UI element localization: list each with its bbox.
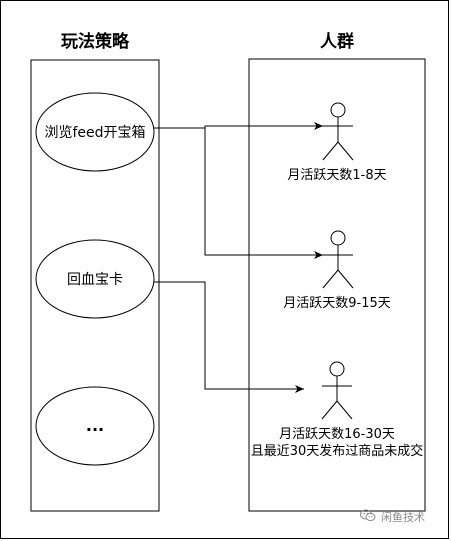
strategy-node-revive-card: 回血宝卡 — [35, 239, 155, 319]
wechat-icon — [360, 509, 376, 525]
actor-label: 且最近30天发布过商品未成交 — [251, 443, 424, 459]
watermark-text: 闲鱼技术 — [381, 511, 425, 524]
strategy-label: 浏览feed开宝箱 — [44, 125, 145, 141]
actor-figure — [322, 102, 354, 161]
connector-arrow — [154, 281, 304, 393]
strategy-node-browse-feed: 浏览feed开宝箱 — [35, 92, 155, 172]
actor-figure — [321, 361, 353, 420]
audience-column-box — [248, 58, 426, 512]
actor-label: 月活跃天数16-30天 — [279, 427, 395, 442]
actor-label: 月活跃天数1-8天 — [287, 168, 386, 183]
strategy-node-more: ... — [35, 386, 155, 466]
connector-arrow — [204, 128, 323, 259]
left-column-title: 玩法策略 — [61, 31, 130, 52]
actor-label: 月活跃天数9-15天 — [283, 296, 391, 311]
strategy-label: ... — [86, 416, 104, 435]
strategy-label: 回血宝卡 — [67, 272, 123, 288]
connector-arrow — [154, 122, 323, 130]
right-column-title: 人群 — [320, 31, 354, 52]
watermark: 闲鱼技术 — [360, 509, 425, 525]
actor-figure — [322, 230, 354, 289]
